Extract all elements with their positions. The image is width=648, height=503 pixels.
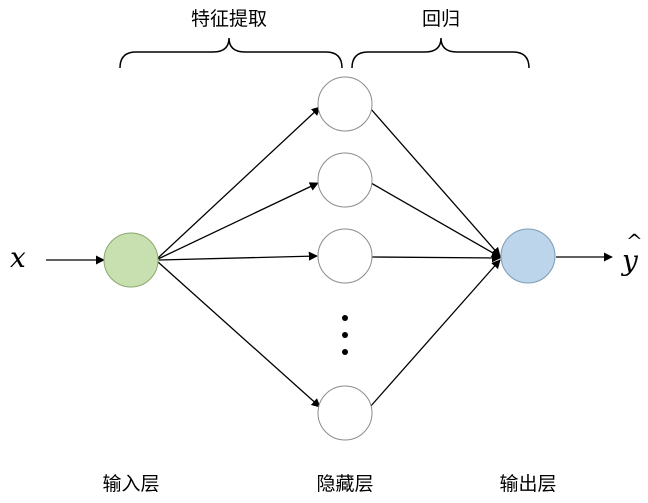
vertical-ellipsis-icon [342, 315, 348, 355]
connection-h4-output [369, 259, 501, 408]
connection-h1-output [369, 107, 501, 257]
connection-input-h3 [158, 251, 318, 261]
input-layer-label: 输入层 [102, 473, 159, 495]
hidden-node-4 [317, 385, 373, 441]
hidden-layer-label: 隐藏层 [316, 473, 373, 495]
output-node [500, 228, 556, 284]
connection-h3-output [371, 253, 501, 263]
hidden-node-2 [317, 152, 373, 208]
output-variable-label: y [620, 244, 639, 277]
feature-extraction-label: 特征提取 [191, 8, 267, 30]
regression-label: 回归 [422, 8, 460, 30]
hidden-node-1 [317, 76, 373, 132]
hidden-output-connections [369, 107, 501, 408]
output-layer-label: 输出层 [499, 473, 556, 495]
input-node [103, 232, 159, 288]
connection-h2-output [370, 182, 501, 258]
hidden-node-3 [317, 228, 373, 284]
input-variable-label: x [10, 241, 26, 274]
regression-brace [351, 37, 530, 69]
connection-input-h2 [157, 182, 319, 260]
connection-input-h4 [157, 261, 321, 408]
output-hat-symbol: ^ [626, 229, 643, 253]
feature-extraction-brace [119, 37, 343, 69]
input-hidden-connections [157, 106, 321, 408]
connection-input-h1 [157, 106, 321, 259]
